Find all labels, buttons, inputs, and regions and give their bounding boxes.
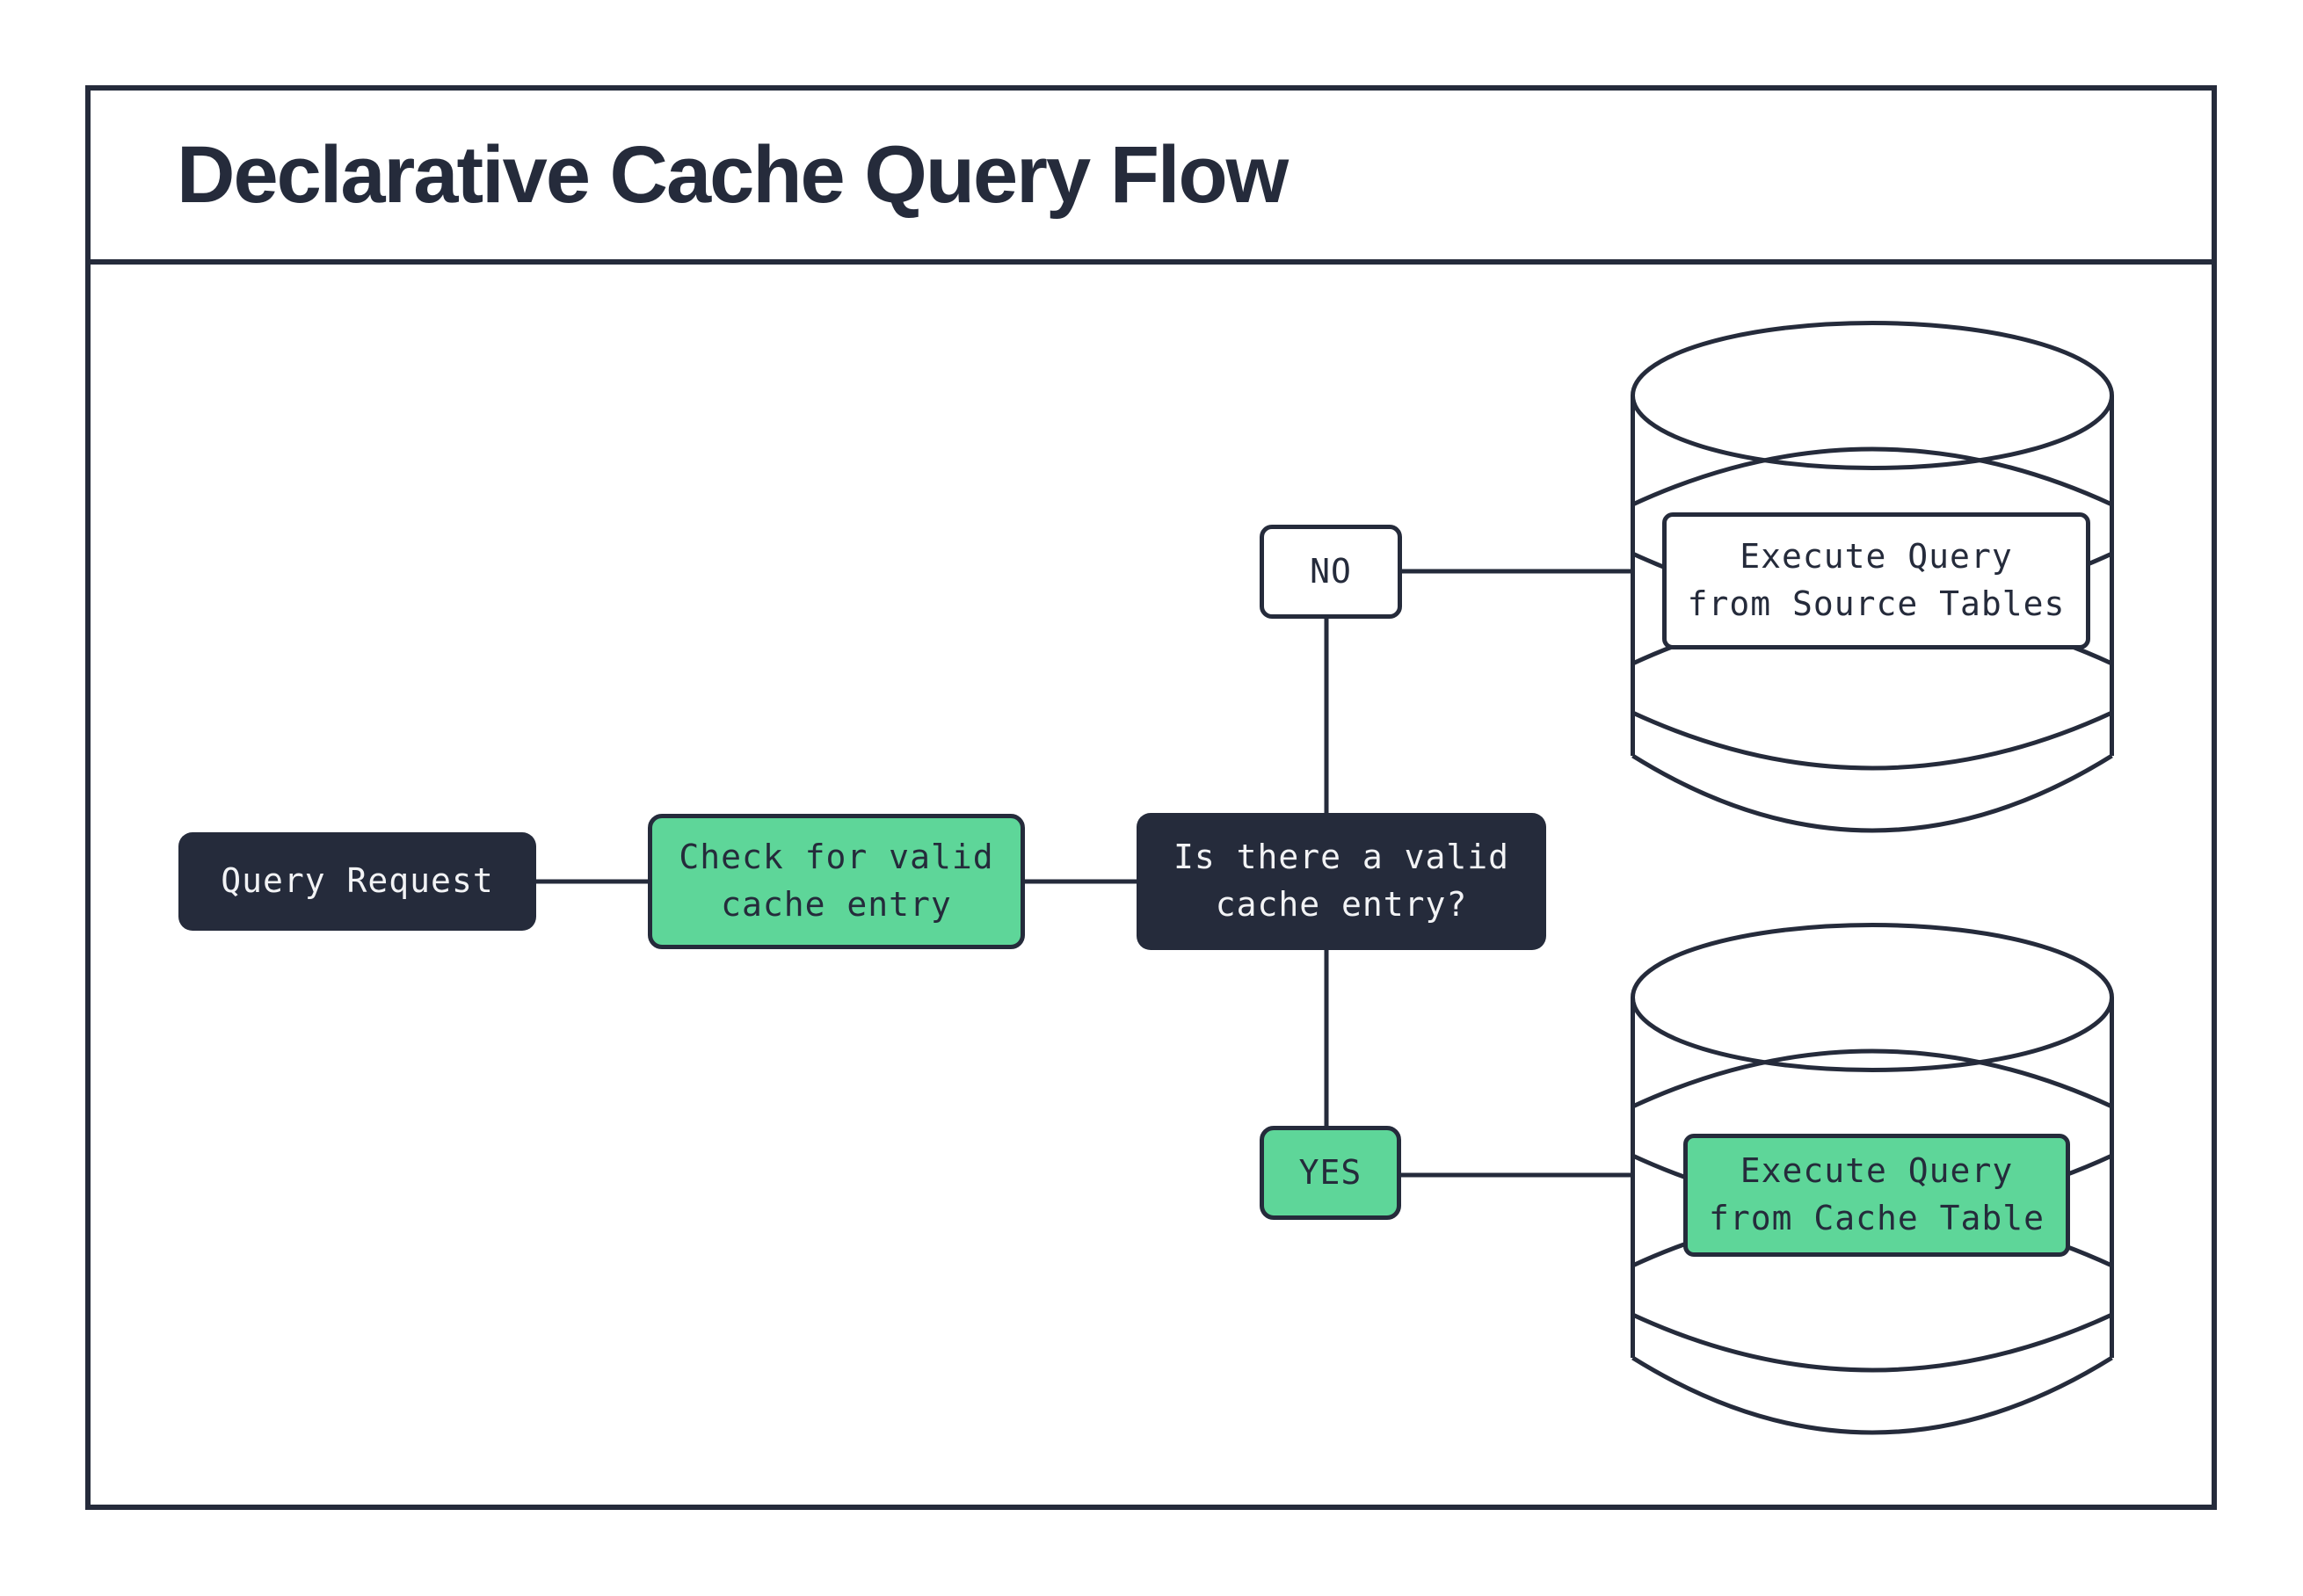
node-check-cache: Check for valid cache entry xyxy=(648,814,1025,949)
diagram-header: Declarative Cache Query Flow xyxy=(91,91,2212,265)
node-execute-query-cache: Execute Query from Cache Table xyxy=(1683,1134,2070,1257)
node-branch-yes: YES xyxy=(1260,1126,1401,1220)
node-execute-query-source: Execute Query from Source Tables xyxy=(1662,512,2090,649)
node-decision-valid-cache: Is there a valid cache entry? xyxy=(1137,813,1546,950)
node-branch-no: NO xyxy=(1260,525,1402,619)
page-title: Declarative Cache Query Flow xyxy=(177,129,1289,220)
node-query-request: Query Request xyxy=(178,832,536,931)
